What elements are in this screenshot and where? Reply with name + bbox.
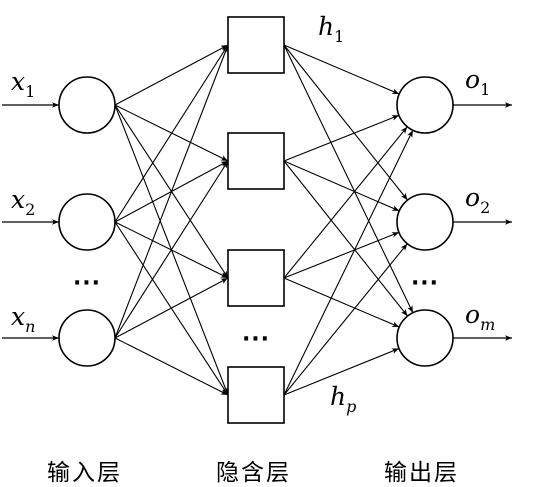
input-layer — [58, 76, 116, 367]
input-label-x2: x2 — [11, 185, 35, 219]
edge-input-3-hidden-2 — [114, 160, 229, 339]
edge-input-3-hidden-1 — [114, 44, 229, 339]
input-node-2 — [58, 193, 116, 251]
hidden-layer-label: 隐含层 — [216, 460, 291, 486]
edge-hidden-3-output-1 — [283, 126, 408, 279]
output-node-1 — [396, 76, 454, 134]
output-label-om: om — [465, 300, 495, 334]
edge-hidden-4-output-2 — [283, 243, 408, 396]
edge-hidden-2-output-1 — [283, 114, 400, 162]
output-label-o1: o1 — [465, 65, 490, 99]
input-layer-label: 输入层 — [47, 460, 122, 486]
edge-hidden-2-output-2 — [283, 160, 400, 212]
edge-hidden-2-output-3 — [283, 160, 409, 317]
hidden-node-1 — [227, 16, 285, 74]
hidden-ellipsis: ··· — [242, 327, 270, 352]
io-lines — [2, 102, 512, 341]
output-layer-label: 输出层 — [384, 460, 459, 486]
input-node-1 — [58, 76, 116, 134]
input-label-x1: x1 — [11, 67, 35, 101]
input-node-n — [58, 309, 116, 367]
edge-input-1-hidden-1 — [114, 44, 229, 106]
edge-hidden-3-output-2 — [283, 231, 400, 279]
hidden-node-2 — [227, 132, 285, 190]
hidden-label-hp: hp — [330, 382, 356, 416]
output-ellipsis: ··· — [411, 271, 439, 296]
edge-hidden-1-output-2 — [283, 44, 409, 201]
edge-hidden-4-output-1 — [283, 129, 414, 396]
output-label-o2: o2 — [465, 183, 490, 217]
output-node-m — [396, 309, 454, 367]
edge-input-3-hidden-3 — [114, 277, 229, 339]
connection-edges — [114, 44, 414, 396]
output-layer — [396, 76, 454, 367]
edge-hidden-1-output-3 — [283, 44, 414, 314]
edge-hidden-1-output-1 — [283, 44, 400, 95]
edge-input-2-hidden-1 — [114, 44, 229, 223]
hidden-label-h1: h1 — [318, 12, 344, 46]
edge-hidden-4-output-3 — [283, 347, 400, 396]
edge-input-3-hidden-4 — [114, 337, 229, 396]
input-ellipsis: ··· — [73, 271, 101, 296]
edge-hidden-3-output-3 — [283, 277, 400, 328]
hidden-node-3 — [227, 249, 285, 307]
input-label-xn: xn — [11, 302, 35, 336]
hidden-layer — [227, 16, 285, 424]
output-node-2 — [396, 193, 454, 251]
hidden-node-p — [227, 366, 285, 424]
